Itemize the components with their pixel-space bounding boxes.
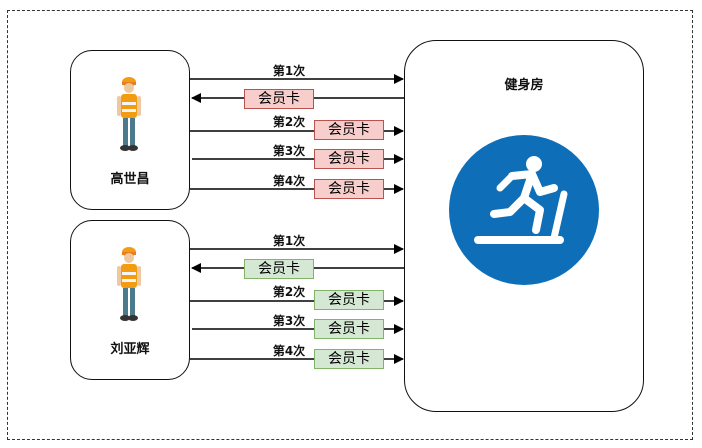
worker-icon: [117, 247, 141, 321]
member-card: 会员卡: [314, 120, 384, 140]
member-card: 会员卡: [314, 179, 384, 199]
visit-label: 第2次: [272, 285, 306, 299]
member-card: 会员卡: [314, 349, 384, 369]
person-box-gao: [70, 50, 190, 210]
diagram-frame: [7, 10, 693, 440]
visit-label: 第4次: [272, 174, 306, 188]
visit-label: 第2次: [272, 115, 306, 129]
member-card: 会员卡: [314, 290, 384, 310]
person-name-liu: 刘亚辉: [110, 342, 150, 357]
visit-label: 第1次: [272, 234, 306, 248]
member-card: 会员卡: [314, 149, 384, 169]
gym-title: 健身房: [504, 78, 544, 93]
person-name-gao: 高世昌: [110, 172, 150, 187]
visit-label: 第3次: [272, 144, 306, 158]
treadmill-runner-icon: [449, 135, 599, 285]
member-card: 会员卡: [314, 319, 384, 339]
visit-label: 第1次: [272, 64, 306, 78]
visit-label: 第3次: [272, 314, 306, 328]
worker-icon: [117, 77, 141, 151]
visit-label: 第4次: [272, 344, 306, 358]
member-card: 会员卡: [244, 89, 314, 109]
member-card: 会员卡: [244, 259, 314, 279]
